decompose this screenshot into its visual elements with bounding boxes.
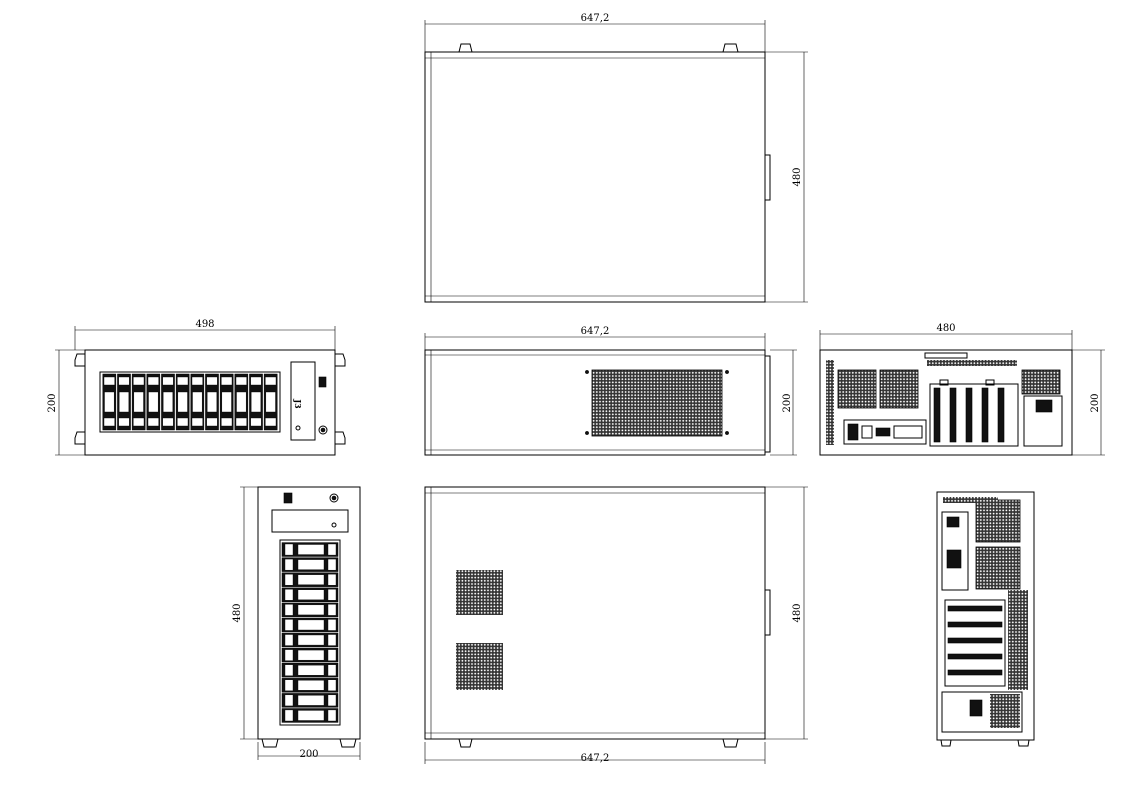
rear-view-width-label: 480 bbox=[936, 323, 955, 334]
side-vent-lower bbox=[456, 643, 503, 690]
vertical-drive-bay bbox=[281, 678, 339, 693]
front-view-vertical: 480 200 bbox=[232, 486, 361, 760]
side-vertical-width-label: 647,2 bbox=[581, 753, 610, 764]
vertical-drive-bay bbox=[281, 617, 339, 633]
rear-vertical-expansion-slots bbox=[947, 605, 1003, 676]
side-view-height-label: 200 bbox=[782, 393, 793, 412]
front-view-width-label: 498 bbox=[195, 319, 214, 330]
front-vertical-height-label: 480 bbox=[232, 603, 243, 622]
rear-view-height-label: 200 bbox=[1090, 393, 1101, 412]
front-drive-bay bbox=[175, 373, 190, 431]
top-view: 647,2 480 bbox=[424, 13, 808, 303]
rear-view-vertical bbox=[936, 491, 1035, 747]
top-view-width-label: 647,2 bbox=[581, 13, 610, 24]
side-view-vertical: 480 647,2 bbox=[424, 486, 808, 764]
vertical-drive-bay bbox=[281, 557, 339, 572]
front-view-height-label: 200 bbox=[47, 393, 58, 412]
vertical-drive-bay bbox=[281, 542, 339, 557]
vertical-drive-bay bbox=[281, 587, 339, 602]
front-drive-bay bbox=[146, 373, 161, 431]
vertical-drive-bay bbox=[281, 693, 339, 708]
rear-view: 480 200 bbox=[819, 323, 1105, 456]
front-drive-bay bbox=[205, 373, 219, 431]
front-drive-bay bbox=[131, 373, 146, 431]
side-vent-grille bbox=[591, 369, 723, 437]
vertical-drive-bay-group bbox=[281, 542, 339, 723]
rear-fan-2 bbox=[879, 369, 919, 409]
front-drive-bay bbox=[263, 373, 278, 431]
front-vertical-width-label: 200 bbox=[299, 749, 318, 760]
front-drive-bay bbox=[102, 373, 117, 431]
vertical-drive-bay bbox=[281, 708, 339, 723]
side-view: 647,2 200 bbox=[424, 326, 797, 456]
rear-fan-1 bbox=[837, 369, 877, 409]
front-drive-bay bbox=[190, 373, 205, 431]
front-drive-bay bbox=[219, 373, 234, 431]
front-view: 498 J3 200 bbox=[47, 319, 346, 456]
vertical-drive-bay bbox=[281, 647, 339, 663]
front-drive-bay-group bbox=[102, 373, 278, 431]
side-vertical-height-label: 480 bbox=[792, 603, 803, 622]
front-drive-bay bbox=[249, 373, 263, 431]
front-panel-badge: J3 bbox=[293, 398, 303, 409]
side-view-width-label: 647,2 bbox=[581, 326, 610, 337]
front-drive-bay bbox=[161, 373, 175, 431]
vertical-drive-bay bbox=[281, 602, 339, 618]
vertical-drive-bay bbox=[281, 663, 339, 678]
top-view-height-label: 480 bbox=[792, 167, 803, 186]
rear-expansion-slots bbox=[933, 387, 1005, 443]
front-drive-bay bbox=[234, 373, 249, 431]
side-vent-upper bbox=[456, 570, 503, 615]
vertical-drive-bay bbox=[281, 632, 339, 648]
vertical-drive-bay bbox=[281, 572, 339, 587]
front-drive-bay bbox=[117, 373, 131, 431]
